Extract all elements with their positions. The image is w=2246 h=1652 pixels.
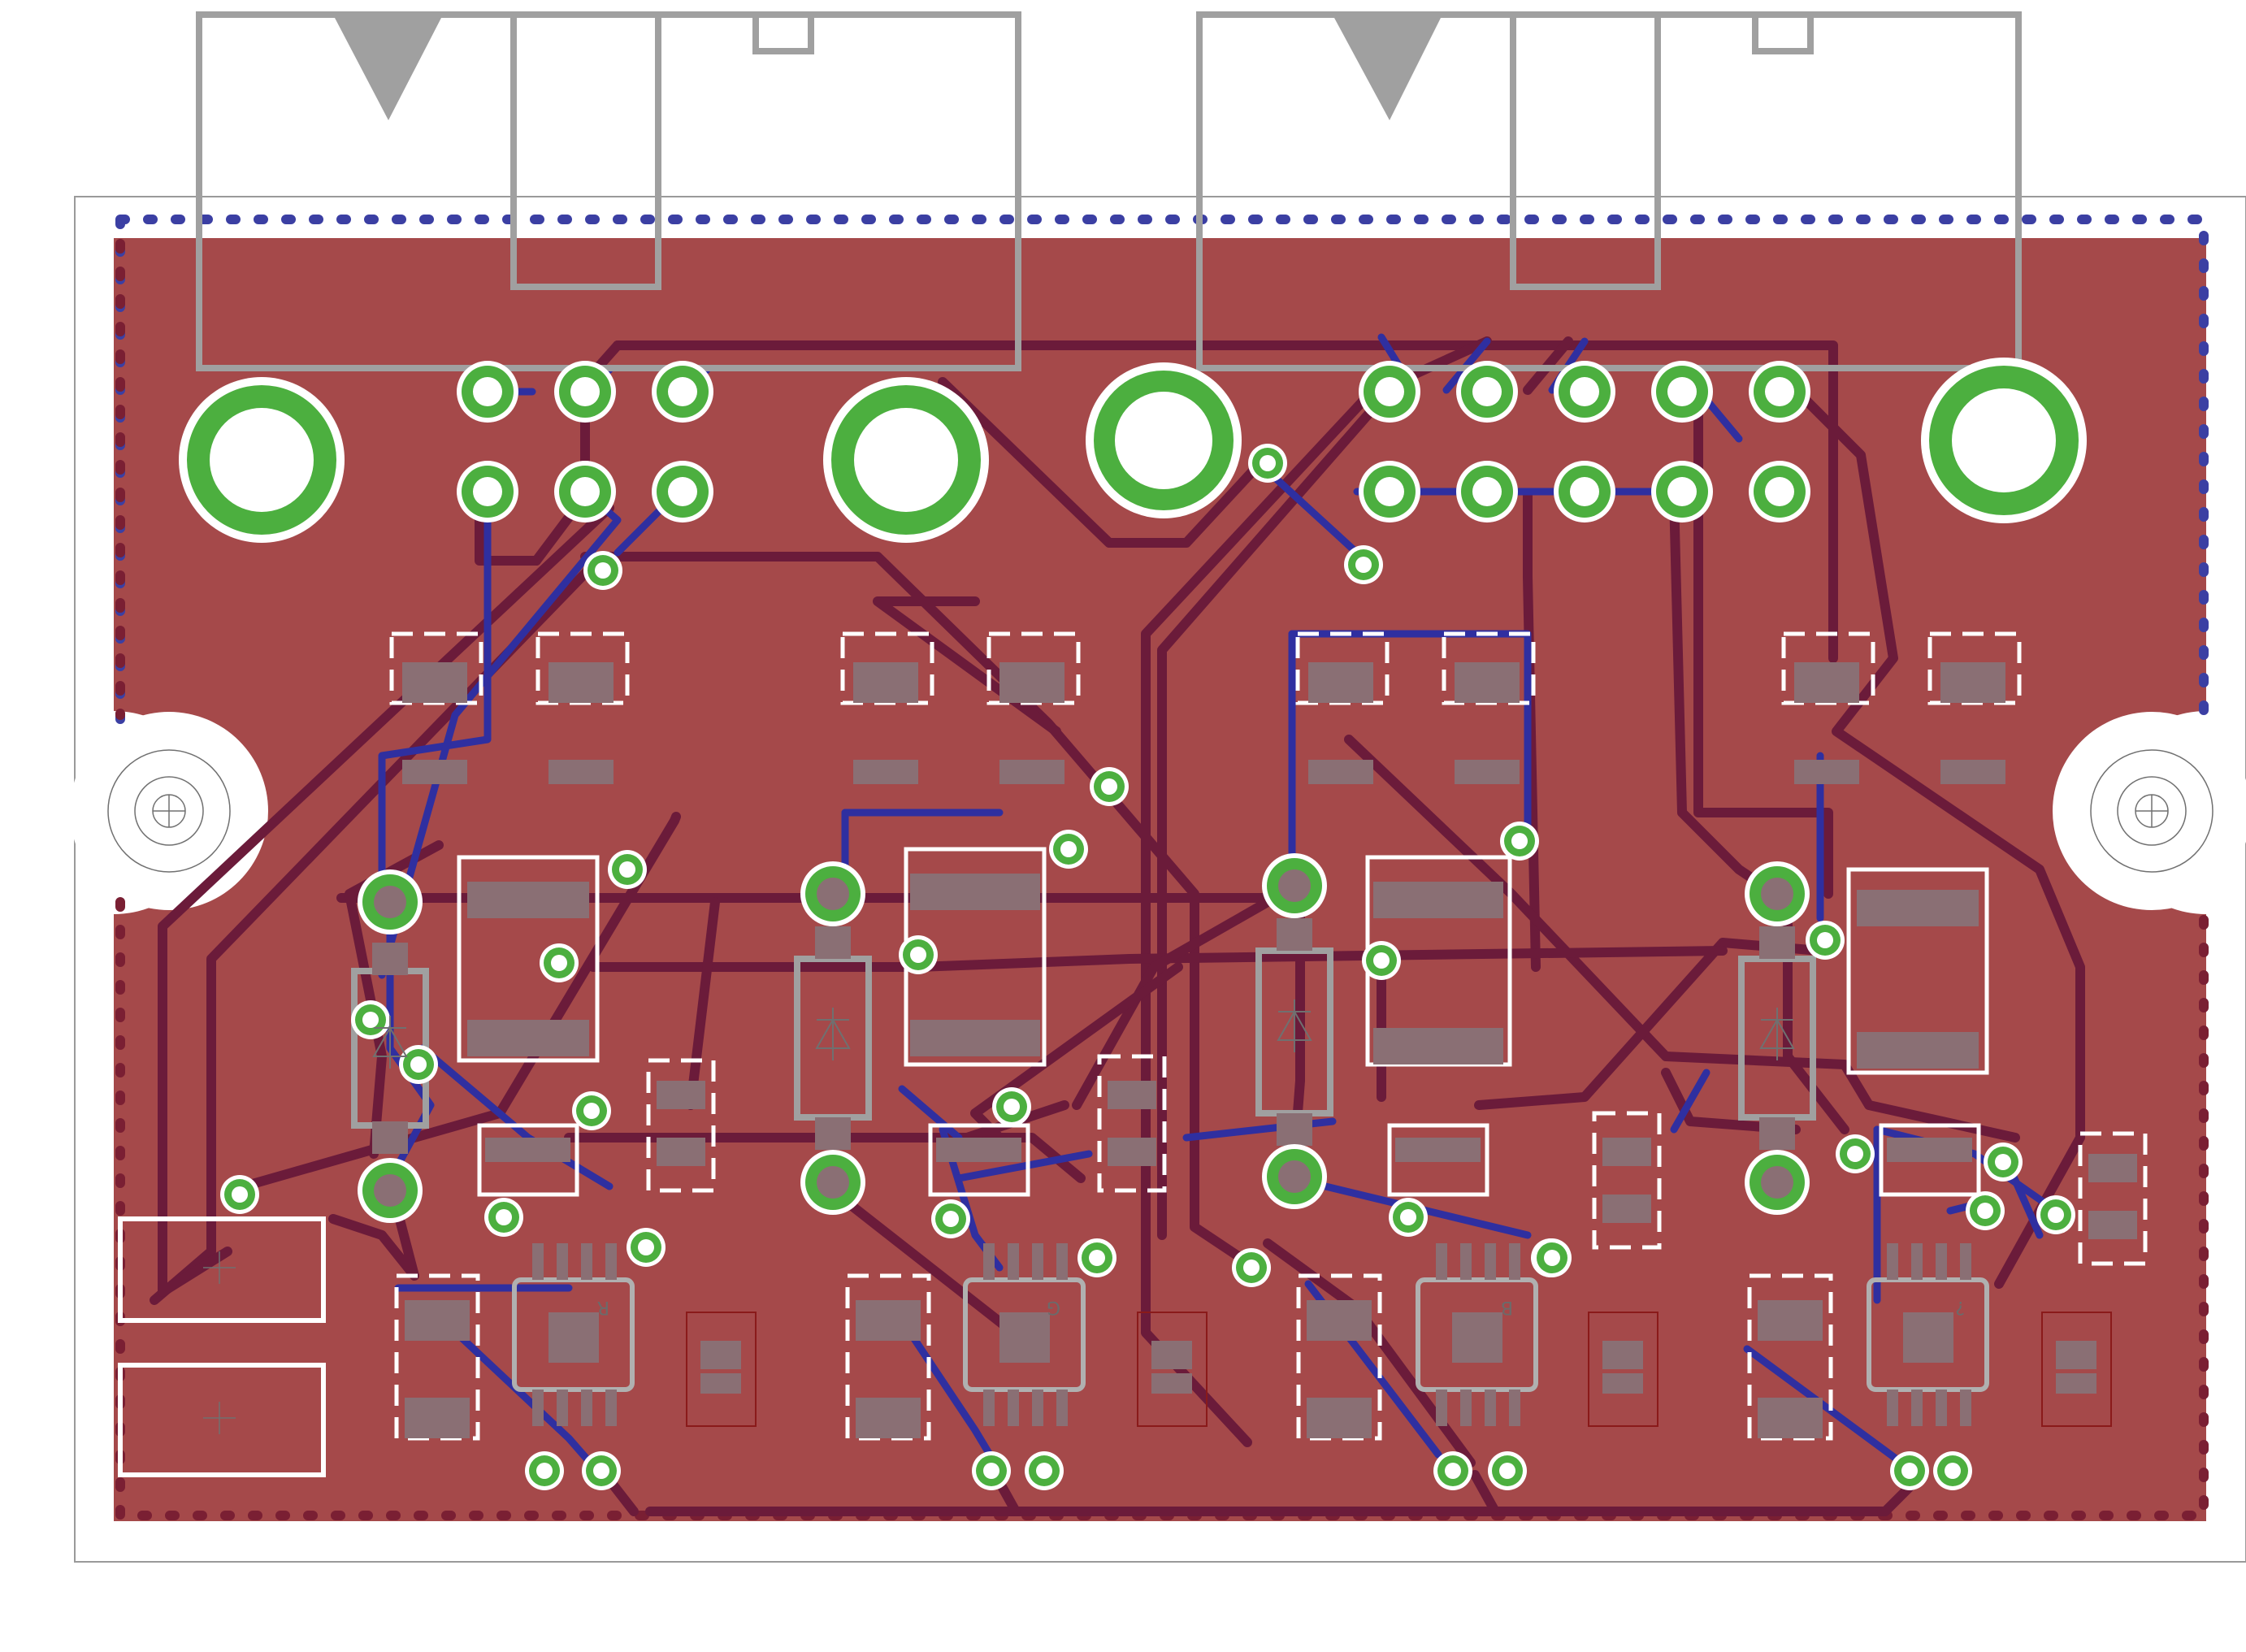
chip-label-g: G xyxy=(1047,1297,1060,1317)
bottom-row-components xyxy=(394,1273,2112,1441)
smd-pads-upper xyxy=(389,631,2022,784)
header-pins-left xyxy=(457,361,713,522)
connector-right-silk xyxy=(1196,11,2022,371)
diodes xyxy=(351,918,1816,1154)
ic-g xyxy=(963,1243,1086,1426)
chip-label-4: ? xyxy=(1955,1297,1965,1317)
ic-b xyxy=(1416,1243,1538,1426)
diode-terminal-vias xyxy=(358,853,1810,1223)
chip-label-b: B xyxy=(1501,1297,1513,1317)
diode-symbols xyxy=(372,999,1795,1069)
chip-label-r: R xyxy=(597,1297,609,1317)
connector-left-silk xyxy=(196,11,1021,371)
mount-hole-left xyxy=(107,749,231,873)
board-outline xyxy=(74,196,2246,1563)
ic-4 xyxy=(1867,1243,1989,1426)
power-pads xyxy=(118,1216,326,1477)
mount-hole-right xyxy=(2090,749,2213,873)
connector-mount-pads xyxy=(179,358,2087,543)
pour-gap-left-connector xyxy=(114,1219,327,1479)
small-passives-mid xyxy=(477,1054,2148,1266)
small-vias xyxy=(220,444,2075,1490)
ic-chips xyxy=(512,1243,1989,1426)
ic-r xyxy=(512,1243,635,1426)
large-component-pads xyxy=(457,847,1989,1075)
header-pins-right xyxy=(1359,361,1810,522)
